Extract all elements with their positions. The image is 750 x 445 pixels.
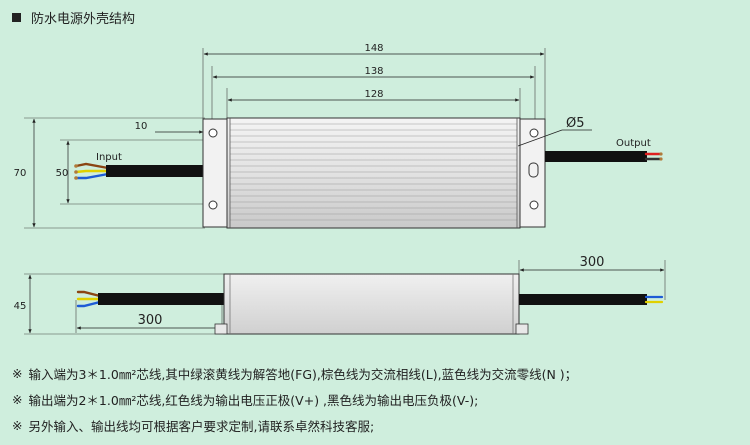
note-custom-cables: ※ 另外输入、输出线均可根据客户要求定制,请联系卓然科技客服; (12, 412, 577, 438)
input-label: Input (96, 152, 122, 163)
side-housing-body (214, 273, 529, 335)
note-text: 输出端为2＊1.0㎜²芯线,红色线为输出电压正极(V+) ,黑色线为输出电压负极… (28, 392, 479, 408)
note-input-wiring: ※ 输入端为3＊1.0㎜²芯线,其中绿滚黄线为解答地(FG),棕色线为交流相线(… (12, 360, 577, 386)
dim-inner-width: 50 (56, 168, 69, 179)
note-output-wiring: ※ 输出端为2＊1.0㎜²芯线,红色线为输出电压正极(V+) ,黑色线为输出电压… (12, 386, 577, 412)
right-mount-tab (519, 118, 546, 228)
technical-drawing: 148 138 128 70 50 10 Input (14, 43, 666, 335)
dim-total-width: 70 (14, 168, 27, 179)
dim-overall-length: 148 (364, 43, 383, 54)
dim-body-length: 128 (364, 89, 383, 100)
housing-body (226, 117, 521, 229)
side-dimension-lines (28, 268, 665, 334)
output-label: Output (616, 138, 651, 149)
dim-side-height: 45 (14, 301, 27, 312)
side-extension-lines (24, 260, 666, 335)
input-cable (74, 162, 206, 180)
dim-output-cable-length: 300 (580, 255, 605, 270)
note-mark: ※ (12, 365, 23, 381)
extension-lines (24, 48, 546, 229)
dimension-lines (32, 52, 545, 228)
side-input-cable (76, 290, 224, 308)
dim-input-cable-length: 300 (138, 313, 163, 328)
dim-tab-width: 10 (135, 121, 148, 132)
section-header: 防水电源外壳结构 (12, 6, 135, 28)
section-title: 防水电源外壳结构 (31, 11, 136, 27)
note-text: 输入端为3＊1.0㎜²芯线,其中绿滚黄线为解答地(FG),棕色线为交流相线(L)… (28, 366, 578, 382)
top-view: 148 138 128 70 50 10 Input (14, 43, 663, 229)
side-output-cable (519, 294, 664, 305)
hole-callout (517, 129, 592, 147)
note-mark: ※ (12, 417, 23, 433)
square-bullet-icon (12, 12, 21, 22)
notes-list: ※ 输入端为3＊1.0㎜²芯线,其中绿滚黄线为解答地(FG),棕色线为交流相线(… (12, 360, 577, 438)
note-mark: ※ (12, 391, 23, 407)
side-view: 45 300 300 (14, 255, 666, 335)
dim-hole-diameter: Ø5 (566, 116, 585, 131)
note-text: 另外输入、输出线均可根据客户要求定制,请联系卓然科技客服; (28, 418, 375, 434)
left-mount-tab (202, 118, 228, 228)
dim-mount-spacing: 138 (364, 66, 383, 77)
output-cable (545, 151, 663, 162)
